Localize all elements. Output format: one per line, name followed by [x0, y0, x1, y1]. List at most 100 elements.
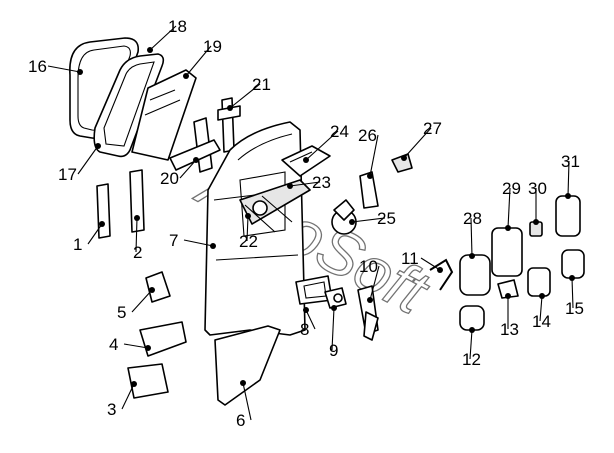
part-13-bracket	[497, 279, 519, 299]
callout-label-25: 25	[377, 209, 396, 228]
leader-line-19	[185, 45, 212, 77]
leader-dot-21	[227, 105, 233, 111]
part-6-lower-panel	[214, 325, 281, 406]
leader-line-10	[369, 265, 380, 301]
leader-line-18	[149, 25, 177, 51]
leader-dot-13	[505, 293, 511, 299]
part-14-reflector	[527, 267, 551, 297]
leader-dot-27	[401, 155, 407, 161]
leader-dot-14	[539, 293, 545, 299]
part-9-lock	[324, 287, 347, 309]
leader-line-21	[229, 83, 261, 109]
leader-dot-3	[131, 381, 137, 387]
callout-label-4: 4	[109, 335, 118, 354]
callout-label-8: 8	[300, 320, 309, 339]
leader-line-28	[470, 217, 473, 257]
callout-label-19: 19	[203, 37, 222, 56]
callout-label-22: 22	[239, 232, 258, 251]
leader-line-22	[246, 215, 249, 242]
part-11-rod	[429, 258, 454, 291]
leader-dot-12	[469, 327, 475, 333]
leader-line-26	[369, 134, 379, 177]
leader-dot-24	[303, 157, 309, 163]
leader-line-11	[420, 257, 441, 271]
callout-label-29: 29	[502, 179, 521, 198]
callout-label-24: 24	[330, 122, 349, 141]
part-12-cap	[459, 305, 485, 331]
leader-dot-2	[134, 215, 140, 221]
callout-label-28: 28	[463, 209, 482, 228]
leader-line-5	[131, 289, 153, 313]
leader-dot-28	[469, 253, 475, 259]
callout-label-2: 2	[133, 243, 142, 262]
callout-label-15: 15	[565, 299, 584, 318]
callout-label-1: 1	[73, 235, 82, 254]
leader-dot-5	[149, 287, 155, 293]
callout-label-23: 23	[312, 173, 331, 192]
leader-dot-23	[287, 183, 293, 189]
leader-line-23	[289, 181, 321, 187]
part-31-mirror-glass	[555, 195, 581, 237]
leader-dot-17	[95, 143, 101, 149]
callout-label-10: 10	[359, 257, 378, 276]
leader-line-4	[123, 343, 149, 349]
callout-label-3: 3	[107, 400, 116, 419]
callout-label-30: 30	[528, 179, 547, 198]
callout-label-9: 9	[329, 341, 338, 360]
leader-line-3	[121, 383, 135, 410]
leader-line-14	[539, 295, 543, 322]
callout-label-26: 26	[358, 126, 377, 145]
leader-dot-6	[240, 380, 246, 386]
leader-line-25	[351, 217, 386, 223]
part-15-mirror-small	[561, 249, 585, 279]
leader-dot-22	[245, 213, 251, 219]
leader-line-2	[135, 217, 138, 253]
leader-dot-26	[367, 173, 373, 179]
leader-dot-4	[145, 345, 151, 351]
callout-label-18: 18	[168, 17, 187, 36]
callout-label-27: 27	[423, 119, 442, 138]
part-10-key-cylinder	[357, 285, 379, 341]
callout-label-7: 7	[169, 231, 178, 250]
leader-line-12	[469, 329, 473, 360]
leader-line-17	[77, 145, 99, 175]
callout-label-17: 17	[58, 165, 77, 184]
leader-line-20	[179, 159, 197, 179]
leader-dot-31	[565, 193, 571, 199]
part-7-door-shell	[204, 121, 306, 336]
callout-label-31: 31	[561, 152, 580, 171]
part-5-check-strap	[145, 271, 171, 303]
leader-line-27	[403, 127, 432, 159]
leader-dot-9	[331, 305, 337, 311]
leader-dot-19	[183, 73, 189, 79]
callout-label-12: 12	[462, 350, 481, 369]
leader-dot-20	[193, 157, 199, 163]
leader-dot-29	[505, 225, 511, 231]
callout-label-21: 21	[252, 75, 271, 94]
leader-dot-15	[569, 275, 575, 281]
part-28-mirror-housing	[459, 254, 491, 296]
leader-dot-18	[147, 47, 153, 53]
part-2-channel	[129, 169, 145, 233]
leader-line-15	[571, 277, 574, 309]
part-4-hinge	[139, 321, 187, 357]
leader-dot-10	[367, 297, 373, 303]
part-29-mirror	[491, 227, 523, 277]
part-1-channel	[96, 183, 111, 239]
callout-label-6: 6	[236, 411, 245, 430]
leader-line-6	[242, 382, 252, 421]
leader-line-29	[507, 187, 511, 229]
leader-dot-7	[210, 243, 216, 249]
part-25-latch	[331, 199, 357, 235]
leader-line-16	[47, 65, 81, 73]
leader-line-31	[567, 160, 570, 197]
leader-line-8	[305, 309, 316, 330]
leader-dot-8	[303, 307, 309, 313]
leader-line-9	[331, 307, 335, 351]
leader-line-24	[305, 130, 339, 161]
callout-label-16: 16	[28, 57, 47, 76]
callout-label-14: 14	[532, 312, 551, 331]
leader-line-1	[87, 223, 103, 245]
